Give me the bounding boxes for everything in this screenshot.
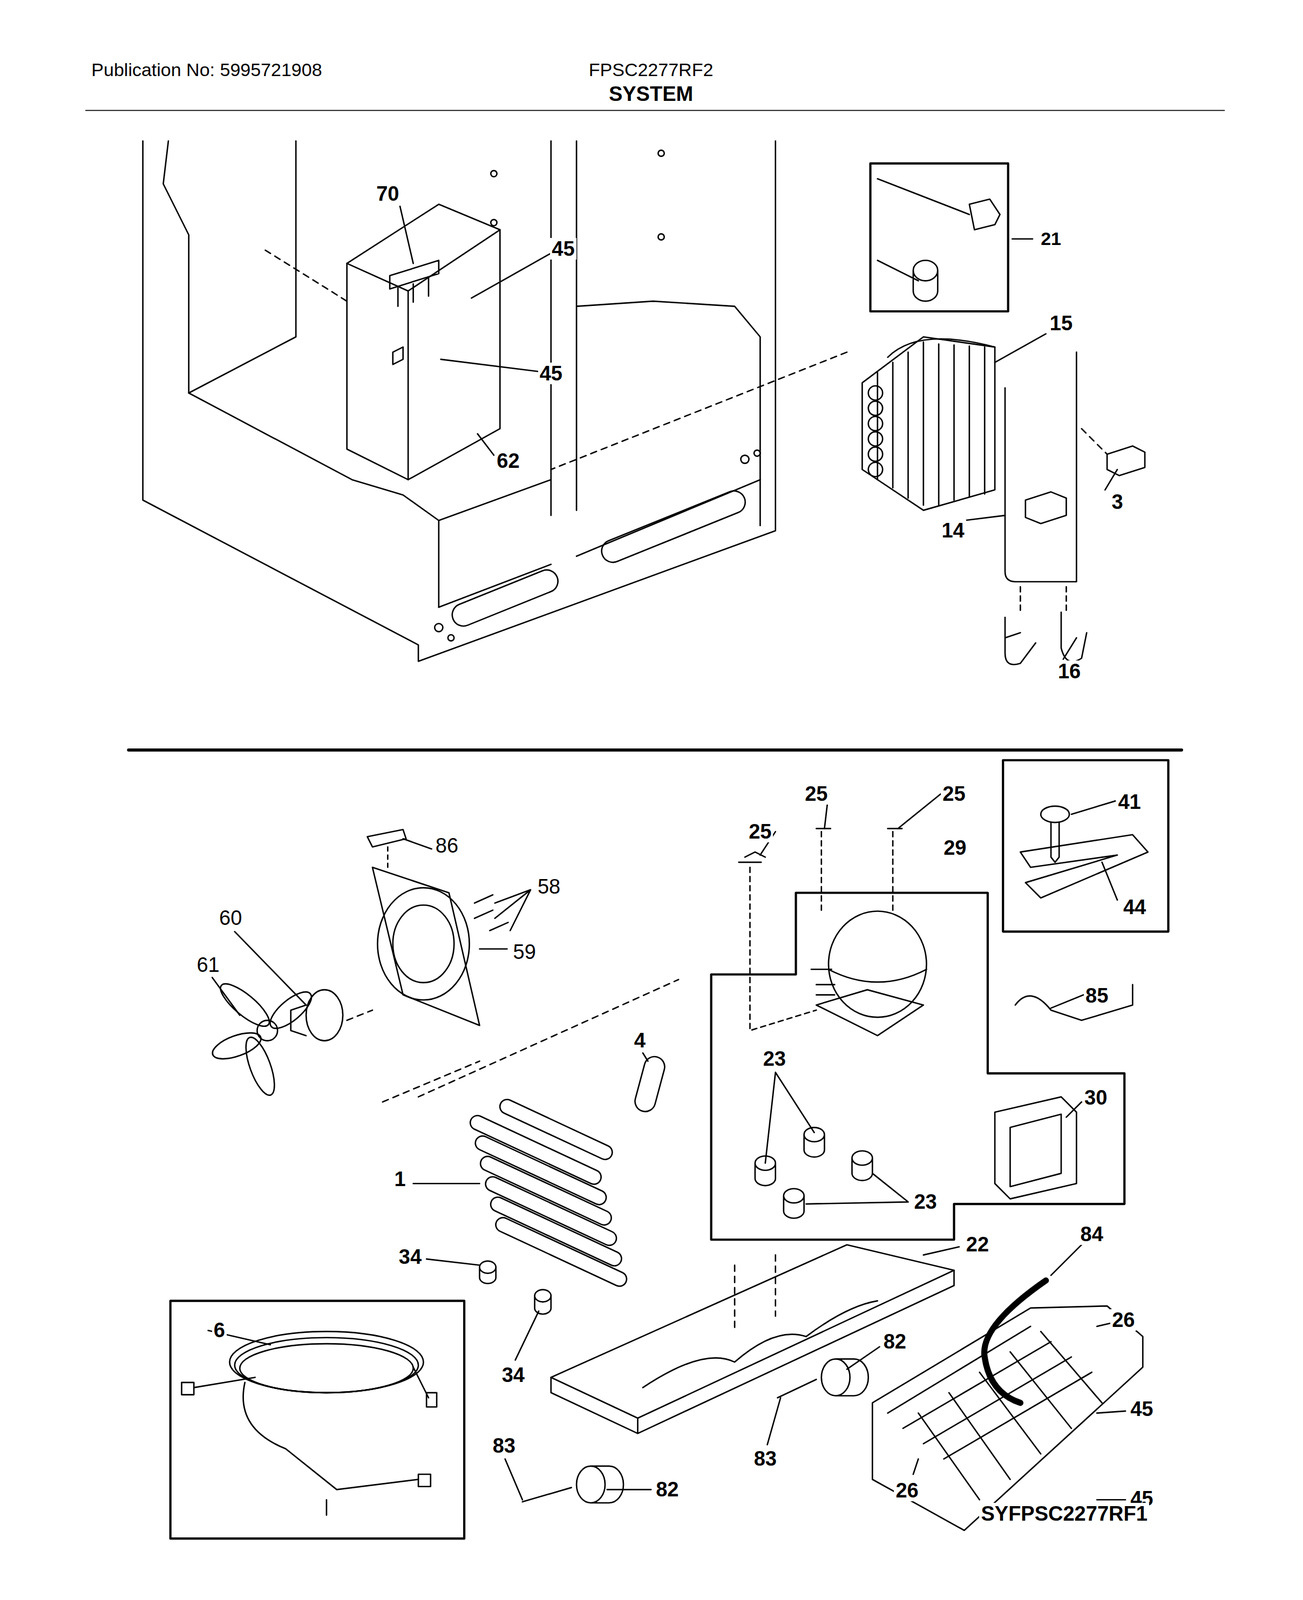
callout-number: 70	[374, 182, 401, 205]
page-title: SYSTEM	[607, 83, 695, 105]
callout-number: 62	[494, 450, 521, 472]
header-text: FPSC2277RF2	[587, 59, 716, 80]
callout-number: 61	[194, 954, 221, 976]
callout-number: 14	[939, 519, 966, 542]
callout-number: 41	[1116, 791, 1143, 813]
callout-number: 45	[1128, 1398, 1155, 1421]
callout-number: 16	[1056, 660, 1083, 683]
callout-number: 45	[538, 362, 565, 385]
callout-number: 44	[1121, 896, 1148, 919]
callout-number: 59	[511, 941, 538, 963]
callout-number: 25	[747, 820, 773, 843]
callout-number: 58	[535, 876, 562, 898]
callout-number: 25	[940, 783, 967, 805]
callout-number: 26	[893, 1480, 920, 1502]
callout-number: 15	[1048, 312, 1075, 335]
callout-number: 29	[941, 837, 968, 859]
callout-number: 86	[433, 835, 460, 857]
callout-number: 3	[1109, 491, 1125, 513]
callout-number: 23	[761, 1048, 788, 1070]
callout-number: 4	[632, 1029, 648, 1052]
callout-number: 83	[752, 1448, 779, 1470]
callout-number: 85	[1083, 985, 1110, 1007]
callout-number: 83	[491, 1435, 518, 1457]
callout-number: 34	[500, 1364, 527, 1387]
callout-number: 1	[392, 1168, 407, 1191]
callout-number: 26	[1110, 1309, 1137, 1332]
callout-number: 82	[881, 1331, 908, 1353]
callout-number: 60	[217, 907, 244, 929]
callout-number: 23	[912, 1191, 939, 1213]
callout-number: 25	[803, 783, 830, 805]
callout-number: 22	[964, 1233, 991, 1256]
callout-number: 6	[212, 1319, 227, 1342]
callout-number: 21	[1039, 228, 1063, 249]
callout-number: 30	[1082, 1087, 1109, 1109]
callout-number: 45	[550, 238, 576, 260]
callout-number: 84	[1078, 1223, 1105, 1246]
callout-number: 82	[654, 1478, 681, 1501]
header-text: Publication No: 5995721908	[89, 59, 324, 80]
callout-number: 34	[397, 1246, 424, 1268]
diagram-code: SYFPSC2277RF1	[979, 1503, 1149, 1525]
